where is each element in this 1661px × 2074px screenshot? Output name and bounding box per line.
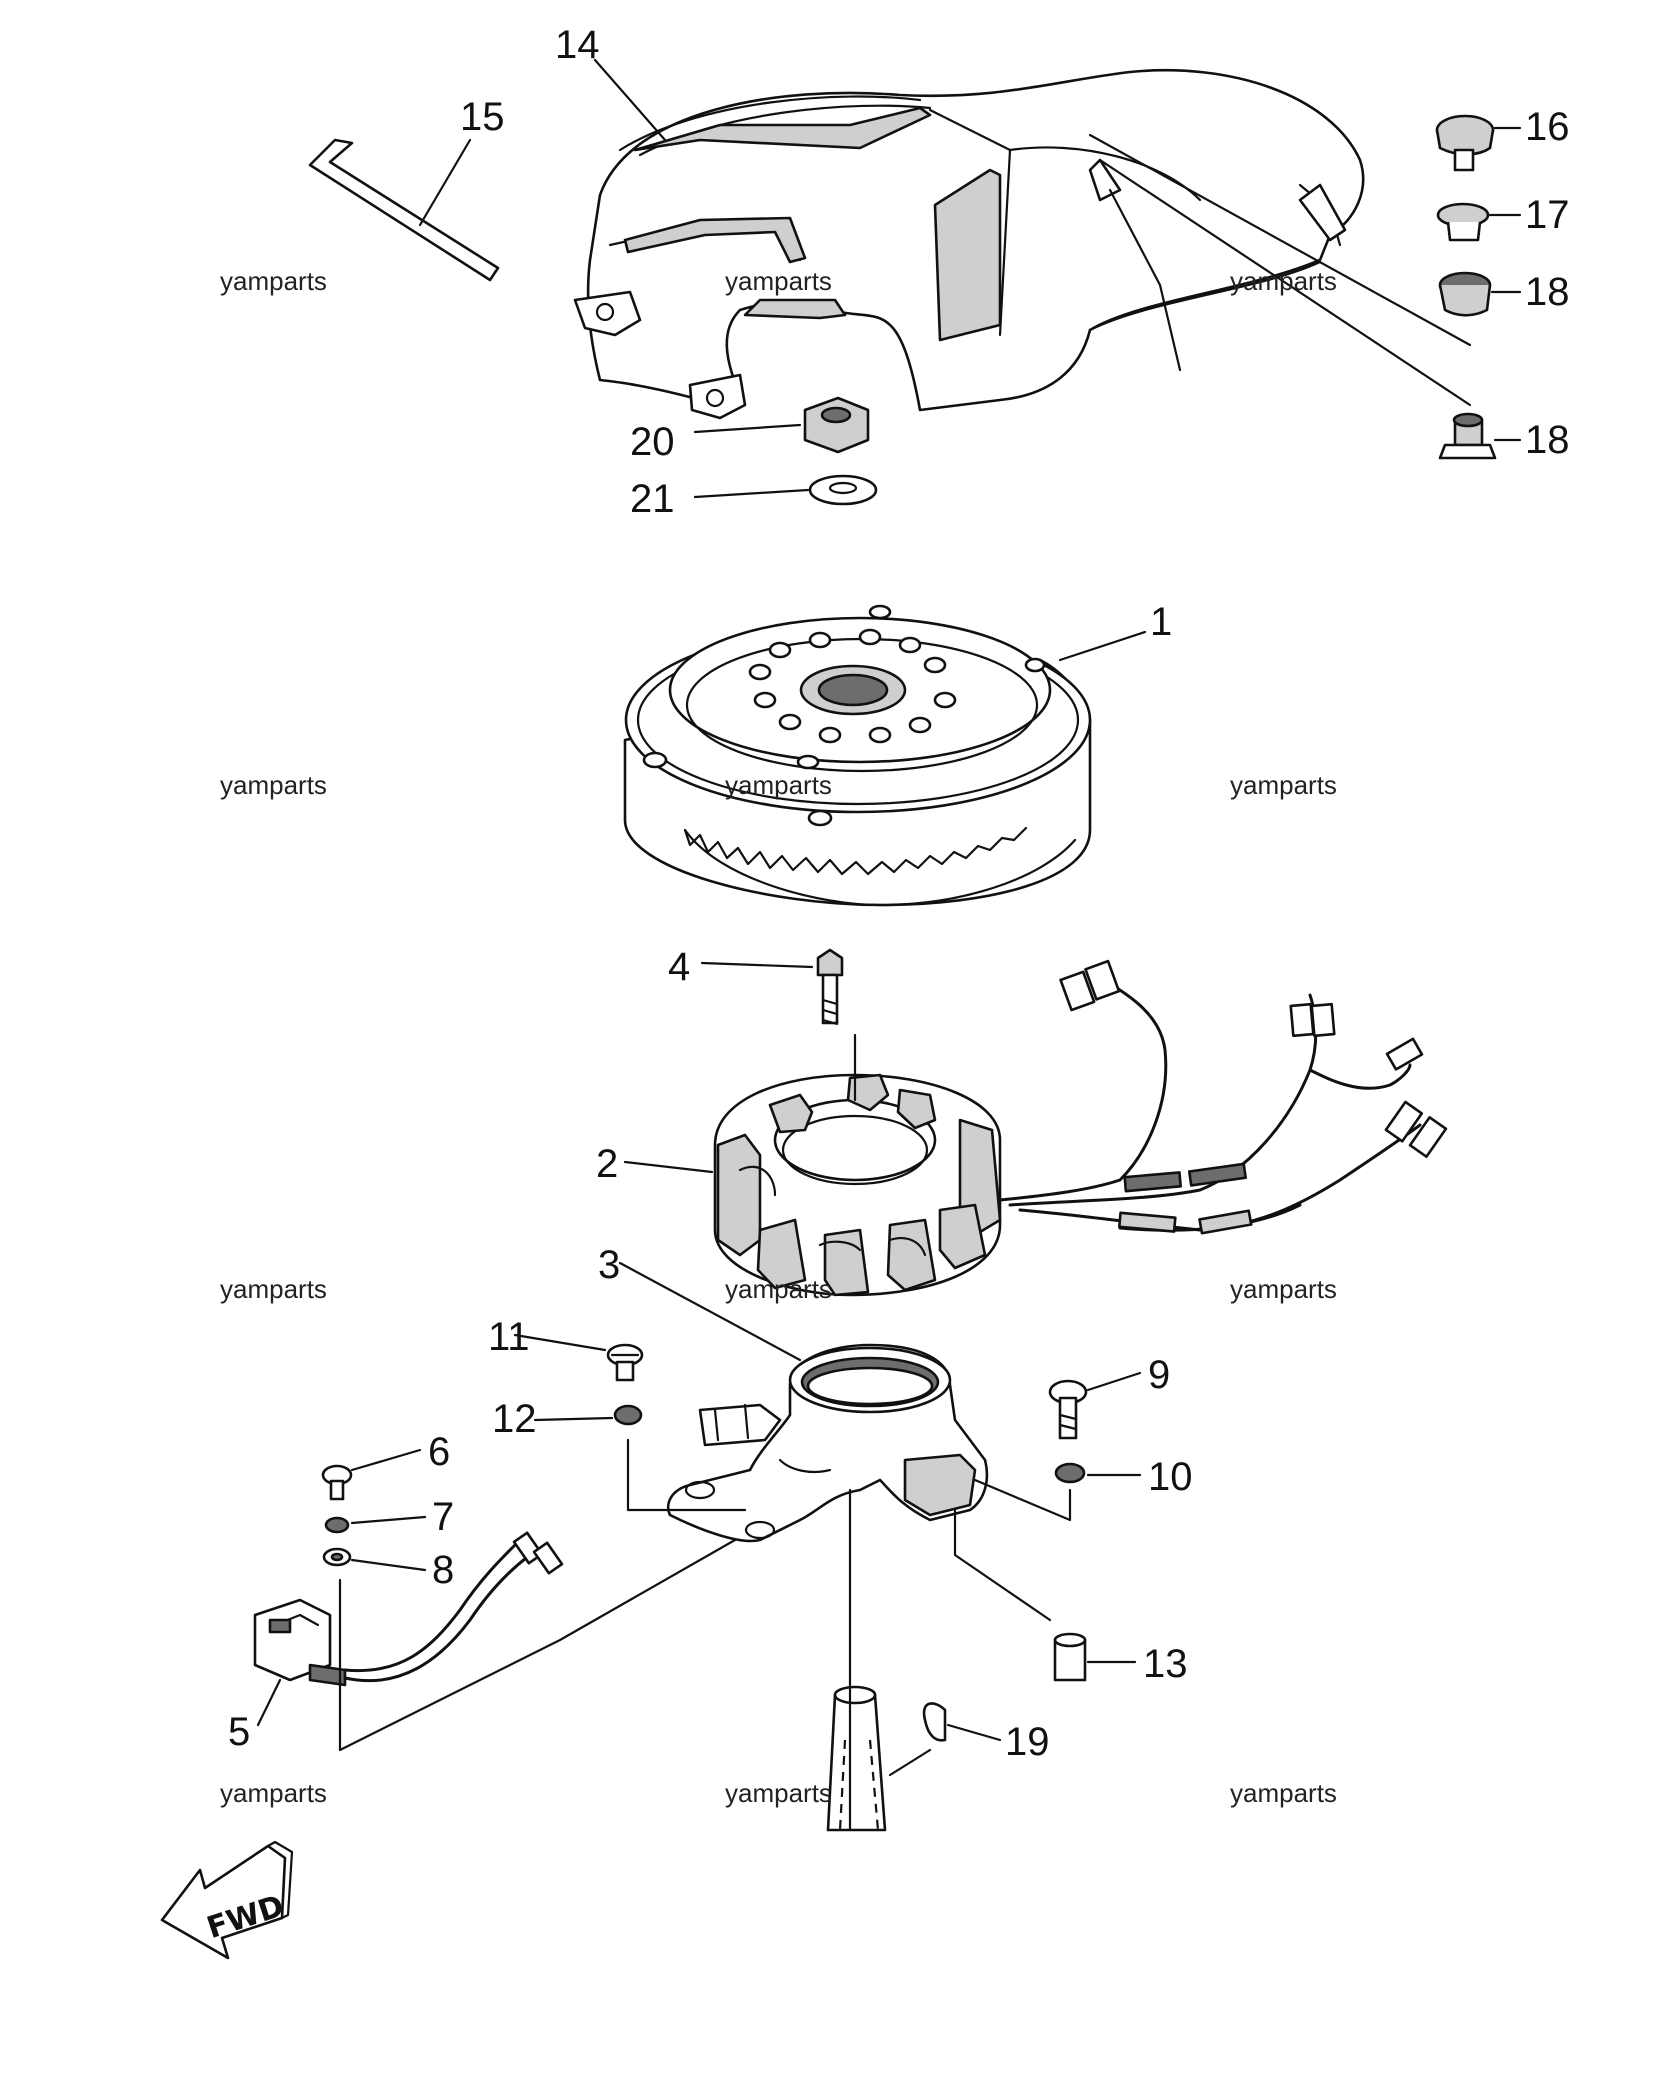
stator-base-plate bbox=[666, 1343, 989, 1543]
forward-arrow: FWD bbox=[160, 1840, 294, 1960]
callout-4: 4 bbox=[668, 945, 690, 989]
control-rod bbox=[308, 138, 500, 282]
callout-labels: 14 15 16 17 18 18 20 21 1 4 2 3 11 12 9 … bbox=[228, 23, 1570, 1764]
callout-7: 7 bbox=[432, 1495, 454, 1539]
flywheel-holes bbox=[642, 604, 1046, 827]
flywheel-washer bbox=[808, 474, 878, 506]
watermark-text: yamparts bbox=[1230, 1274, 1337, 1304]
callout-14: 14 bbox=[555, 23, 600, 67]
collar-18-lower bbox=[1438, 412, 1497, 460]
callout-17: 18 bbox=[1525, 270, 1570, 314]
washer-7 bbox=[324, 1516, 350, 1534]
washer-10 bbox=[1054, 1462, 1086, 1484]
collar-13 bbox=[1053, 1632, 1087, 1682]
callout-20: 20 bbox=[630, 420, 675, 464]
screw-6 bbox=[321, 1464, 353, 1501]
watermark-text: yamparts bbox=[725, 266, 832, 296]
callout-10: 10 bbox=[1148, 1455, 1193, 1499]
callout-18-upper: 17 bbox=[1525, 193, 1570, 237]
callout-15: 15 bbox=[460, 95, 505, 139]
callout-13: 13 bbox=[1143, 1642, 1188, 1686]
screw-9 bbox=[1048, 1379, 1088, 1440]
crankshaft-end bbox=[826, 1685, 887, 1832]
callout-5: 5 bbox=[228, 1710, 250, 1754]
callout-9: 9 bbox=[1148, 1353, 1170, 1397]
watermark-text: yamparts bbox=[725, 1778, 832, 1808]
grommet-17 bbox=[1438, 271, 1492, 317]
callout-3: 3 bbox=[598, 1243, 620, 1287]
callout-11: 11 bbox=[488, 1315, 530, 1359]
watermark-text: yamparts bbox=[1230, 770, 1337, 800]
flywheel-nut bbox=[803, 396, 870, 454]
watermark-text: yamparts bbox=[220, 770, 327, 800]
collar-18-upper bbox=[1436, 202, 1490, 242]
callout-6: 6 bbox=[428, 1430, 450, 1474]
flywheel-magneto bbox=[623, 604, 1092, 907]
flywheel-cover bbox=[573, 68, 1365, 420]
callout-8: 8 bbox=[432, 1548, 454, 1592]
watermark-text: yamparts bbox=[220, 266, 327, 296]
watermark-text: yamparts bbox=[1230, 266, 1337, 296]
grommet-16 bbox=[1435, 114, 1495, 172]
leader-lines bbox=[256, 58, 1522, 1832]
washer-8 bbox=[322, 1547, 352, 1567]
callout-16: 16 bbox=[1525, 105, 1570, 149]
stator-bolt bbox=[816, 948, 844, 1026]
stator-assembly bbox=[713, 959, 1448, 1297]
woodruff-key bbox=[922, 1702, 947, 1742]
watermarks: yamparts yamparts yamparts yamparts yamp… bbox=[220, 266, 1337, 1808]
watermark-text: yamparts bbox=[725, 770, 832, 800]
callout-18-lower: 18 bbox=[1525, 418, 1570, 462]
watermark-text: yamparts bbox=[220, 1274, 327, 1304]
callout-19: 19 bbox=[1005, 1720, 1050, 1764]
callout-1: 1 bbox=[1150, 600, 1172, 644]
callout-12: 12 bbox=[492, 1397, 537, 1441]
callout-21: 21 bbox=[630, 477, 675, 521]
pulser-coil bbox=[253, 1531, 564, 1687]
watermark-text: yamparts bbox=[220, 1778, 327, 1808]
screw-11 bbox=[606, 1343, 644, 1382]
callout-2: 2 bbox=[596, 1142, 618, 1186]
stator-connectors bbox=[1059, 959, 1448, 1158]
watermark-text: yamparts bbox=[725, 1274, 832, 1304]
washer-12 bbox=[613, 1404, 643, 1426]
watermark-text: yamparts bbox=[1230, 1778, 1337, 1808]
